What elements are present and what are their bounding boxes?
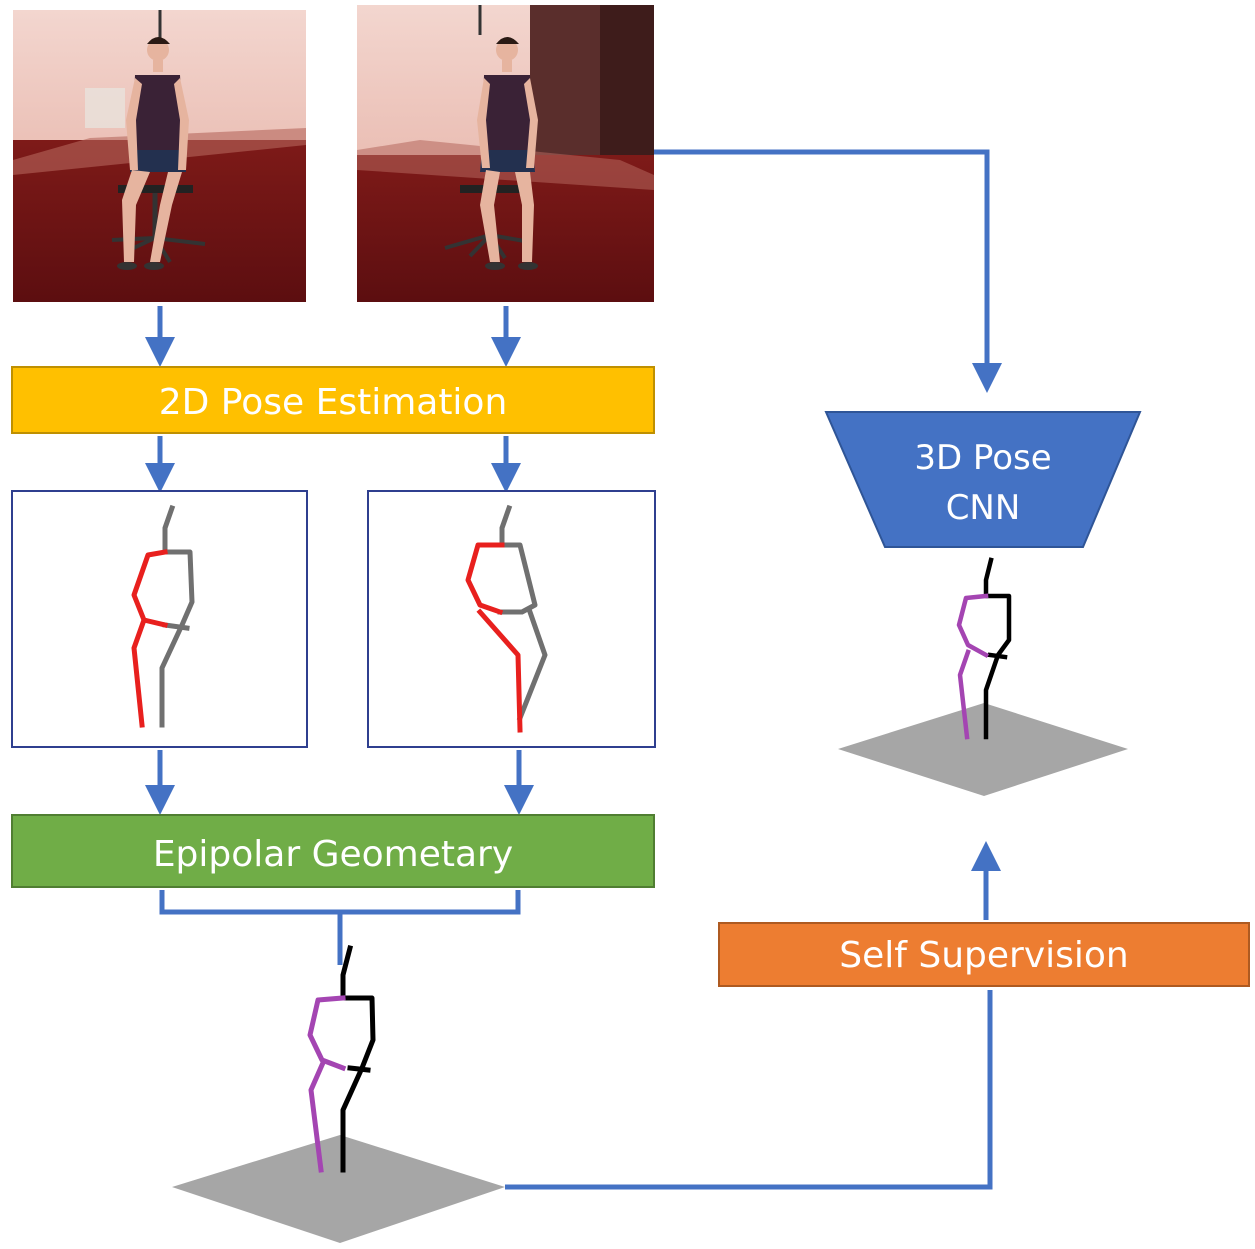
cnn-label-line2: CNN (946, 488, 1021, 528)
self-supervision-box: Self Supervision (718, 922, 1250, 987)
epipolar-geometry-box: Epipolar Geometary (11, 814, 655, 888)
epipolar-geometry-label: Epipolar Geometary (153, 834, 513, 875)
arrow-3d-to-self-supervision (505, 990, 993, 1190)
self-supervision-label: Self Supervision (839, 935, 1129, 976)
pose-2d-panel-2 (367, 490, 656, 748)
camera-view-1 (13, 10, 306, 302)
pose-2d-panel-1 (11, 490, 308, 748)
pose-estimation-box: 2D Pose Estimation (11, 366, 655, 434)
camera-view-2 (357, 5, 654, 302)
epipolar-merge-bracket (159, 890, 521, 965)
connector-arrows (145, 149, 1002, 1190)
ground-plane (172, 1135, 505, 1243)
ground-plane-cnn (838, 703, 1128, 796)
cnn-label-line1: 3D Pose (914, 438, 1051, 478)
pose-estimation-label: 2D Pose Estimation (159, 382, 508, 423)
cnn-output-3d-pose (838, 557, 1128, 796)
pose-cnn-block: 3D Pose CNN (824, 411, 1142, 548)
triangulated-3d-pose (172, 944, 505, 1243)
arrow-photo2-to-cnn (654, 149, 1002, 393)
